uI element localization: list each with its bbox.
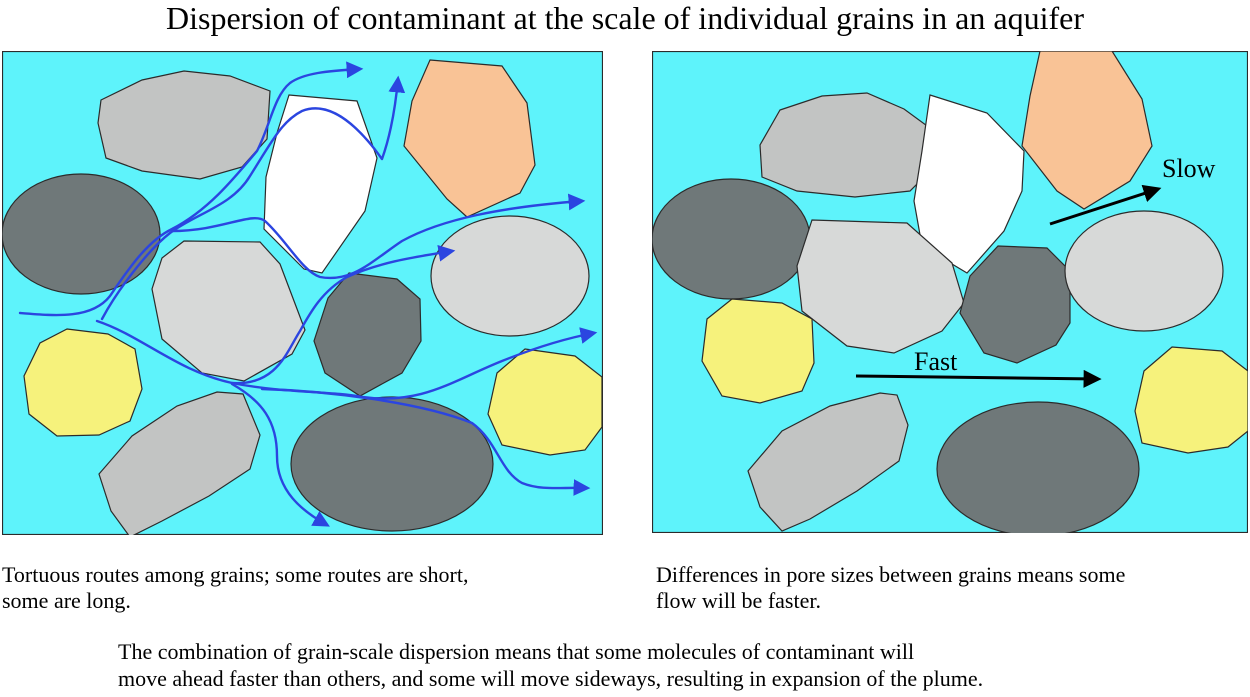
left-caption-line: some are long. [2, 588, 131, 613]
grain-white-center [913, 94, 1025, 274]
grain-dark-center-right [313, 272, 422, 397]
summary-line: move ahead faster than others, and some … [118, 666, 984, 691]
grain-dark-left [652, 178, 811, 300]
grain-light-right [430, 215, 590, 337]
grain-yellow-right [487, 348, 603, 456]
flow-route [230, 244, 456, 385]
grain-orange-top-right [403, 59, 536, 218]
grain-yellow-left [23, 328, 143, 437]
right-panel-illustration: Slow Fast [652, 51, 1248, 533]
flow-route [100, 75, 406, 321]
fast-arrow [855, 369, 1102, 388]
left-panel [2, 51, 603, 535]
flow-route [18, 61, 364, 317]
grain-orange-top-right [1021, 51, 1153, 210]
grain-dark-bottom [290, 396, 494, 532]
flow-route [230, 382, 330, 527]
left-caption: Tortuous routes among grains; some route… [2, 562, 612, 614]
flow-route [170, 193, 586, 280]
summary-text: The combination of grain-scale dispersio… [118, 638, 1250, 692]
grain-white-center [263, 94, 378, 274]
grain-mid-bottom-left [747, 392, 909, 532]
left-panel-illustration [2, 51, 603, 535]
right-panel: Slow Fast [652, 51, 1248, 533]
grain-light-right [1064, 210, 1224, 332]
grain-dark-left [2, 173, 161, 295]
grain-dark-center-right [959, 245, 1071, 364]
grain-dark-bottom [936, 401, 1140, 533]
grain-yellow-right [1134, 346, 1248, 454]
flow-route [260, 387, 591, 496]
right-caption: Differences in pore sizes between grains… [656, 562, 1250, 614]
right-caption-line: flow will be faster. [656, 588, 821, 613]
grain-light-center [796, 219, 965, 354]
diagram-title: Dispersion of contaminant at the scale o… [166, 0, 1084, 36]
right-caption-line: Differences in pore sizes between grains… [656, 562, 1126, 587]
slow-label: Slow [1162, 154, 1216, 183]
left-caption-line: Tortuous routes among grains; some route… [2, 562, 469, 587]
summary-line: The combination of grain-scale dispersio… [118, 639, 915, 664]
grain-light-center [151, 240, 306, 382]
grain-yellow-left [701, 298, 815, 404]
slow-arrow [1049, 184, 1162, 226]
grain-mid-bottom-left [98, 391, 261, 535]
fast-label: Fast [914, 347, 958, 376]
